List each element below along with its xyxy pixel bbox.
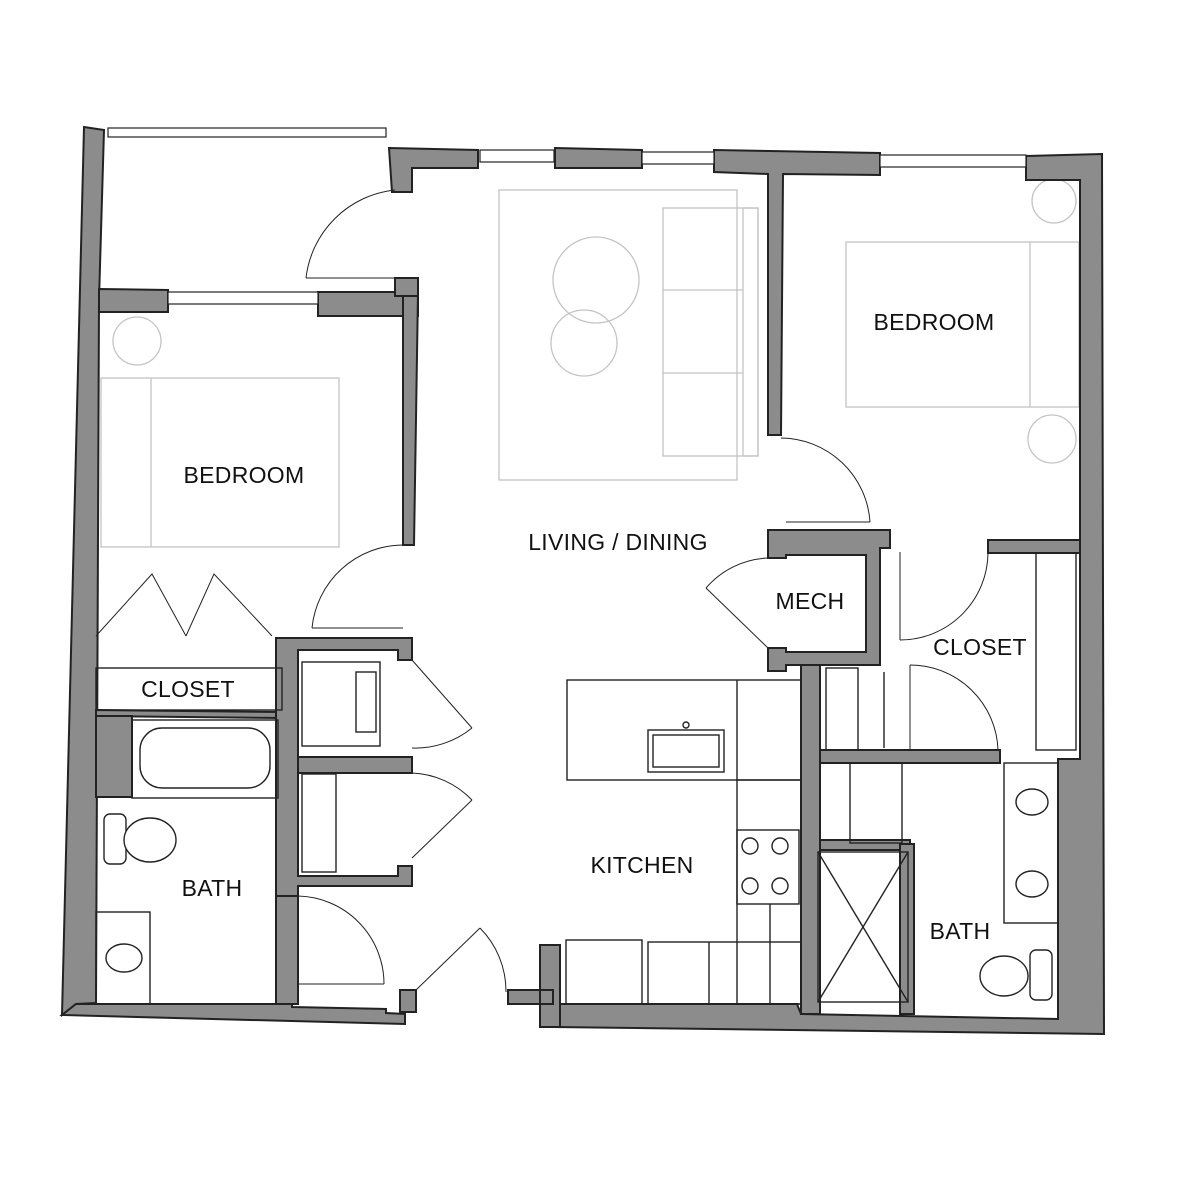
side-table-round	[550, 309, 618, 377]
door-swing	[411, 772, 473, 801]
wall-exterior-left	[60, 125, 106, 1018]
wall-kitchen-jamb	[507, 944, 561, 1028]
window-living-2	[641, 151, 715, 165]
bathtub-outer	[131, 719, 279, 799]
wall-laundry-block	[275, 637, 413, 897]
walls	[59, 125, 1106, 1036]
door-swing	[705, 557, 769, 589]
window-bedroom-right	[879, 154, 1027, 168]
nightstand-right-bottom	[1027, 414, 1077, 464]
sink-left	[105, 943, 143, 973]
closet-shelf-left	[95, 667, 283, 711]
wall-top-1	[554, 146, 643, 169]
door-swing	[909, 664, 999, 751]
door-leaf	[415, 927, 481, 991]
door-swing	[899, 552, 989, 641]
door-leaf	[411, 659, 473, 729]
burner	[741, 877, 759, 895]
toilet-bowl-left	[123, 817, 177, 863]
door-swing	[311, 544, 404, 629]
casework	[95, 552, 1077, 1005]
doors	[95, 189, 999, 993]
faucet	[682, 721, 690, 729]
vanity-right	[1003, 762, 1059, 924]
counter-bottom	[647, 941, 802, 1005]
door-swing	[780, 437, 871, 523]
closet-shelf-lower	[825, 667, 859, 751]
washer-dryer-inner	[355, 671, 377, 733]
linen-shelf	[301, 773, 337, 873]
window-balcony-slider	[107, 127, 387, 138]
room-label-bedroom-left: BEDROOM	[184, 462, 305, 488]
nightstand-left	[112, 316, 162, 366]
sink-right-1	[1015, 788, 1049, 816]
dining-table-round	[552, 236, 640, 324]
burner	[771, 837, 789, 855]
nightstand-right-top	[1031, 178, 1077, 224]
wall-laundry-divider	[297, 756, 413, 774]
wall-right-bath-left	[800, 664, 821, 1015]
wall-right-bath-divider	[899, 843, 915, 1015]
room-label-kitchen: KITCHEN	[590, 852, 693, 878]
linen-right	[849, 762, 903, 844]
toilet-tank-left	[103, 813, 127, 865]
kitchen-sink-inner	[652, 734, 720, 768]
counter-right	[736, 779, 802, 1005]
living-rug	[498, 189, 738, 481]
wall-stub-door	[394, 277, 419, 297]
sink-right-2	[1015, 870, 1049, 898]
room-labels: BEDROOM BEDROOM LIVING / DINING MECH CLO…	[141, 309, 1027, 944]
range	[736, 829, 800, 905]
door-leaf	[411, 799, 473, 859]
closet-shelf-right	[1035, 552, 1077, 751]
wall-bottom-left	[59, 985, 406, 1026]
wall-right-closet-top	[987, 539, 1081, 554]
washer-dryer-top	[301, 661, 381, 747]
wall-bottom-door-stub	[399, 989, 417, 1013]
window-living-1	[479, 149, 555, 163]
sofa-arm	[742, 207, 759, 457]
wall-bath-left-top	[95, 715, 133, 798]
shower-enclosure	[817, 851, 909, 1003]
kitchen-sink	[647, 729, 725, 773]
room-label-closet-right: CLOSET	[933, 634, 1027, 660]
door-swing	[305, 189, 396, 279]
furniture-layer	[100, 178, 1080, 548]
room-label-bath-right: BATH	[930, 918, 991, 944]
wall-shower-top	[819, 839, 911, 851]
bifold-door	[95, 573, 187, 637]
bed-left	[100, 377, 340, 548]
bifold-door	[185, 573, 273, 637]
toilet-tank-right	[1029, 949, 1053, 1001]
burner	[771, 877, 789, 895]
wall-bath-divider	[275, 895, 299, 1005]
bathtub-inner	[139, 727, 271, 789]
room-label-mech: MECH	[776, 588, 845, 614]
shower-slope	[817, 851, 909, 1003]
window-bedroom-left	[167, 291, 319, 305]
burner	[741, 837, 759, 855]
vanity-left	[95, 911, 151, 1005]
wall-left-bedroom-right	[402, 291, 420, 546]
room-label-closet-left: CLOSET	[141, 676, 235, 702]
room-label-bath-left: BATH	[182, 875, 243, 901]
wall-right-closet-bottom	[819, 749, 1001, 764]
toilet-bowl-right	[979, 955, 1029, 997]
door-leaf	[705, 587, 769, 649]
windows	[107, 127, 1027, 305]
door-swing	[297, 895, 385, 985]
wall-entry-stub	[387, 146, 479, 193]
fridge	[565, 939, 643, 1005]
sofa	[662, 207, 759, 457]
wall-left-bedroom-top	[98, 287, 169, 313]
door-swing	[411, 727, 473, 749]
kitchen-island	[566, 679, 802, 781]
door-swing	[479, 927, 507, 993]
room-label-living-dining: LIVING / DINING	[528, 529, 708, 555]
room-label-bedroom-right: BEDROOM	[874, 309, 995, 335]
wall-top-2	[713, 148, 881, 436]
